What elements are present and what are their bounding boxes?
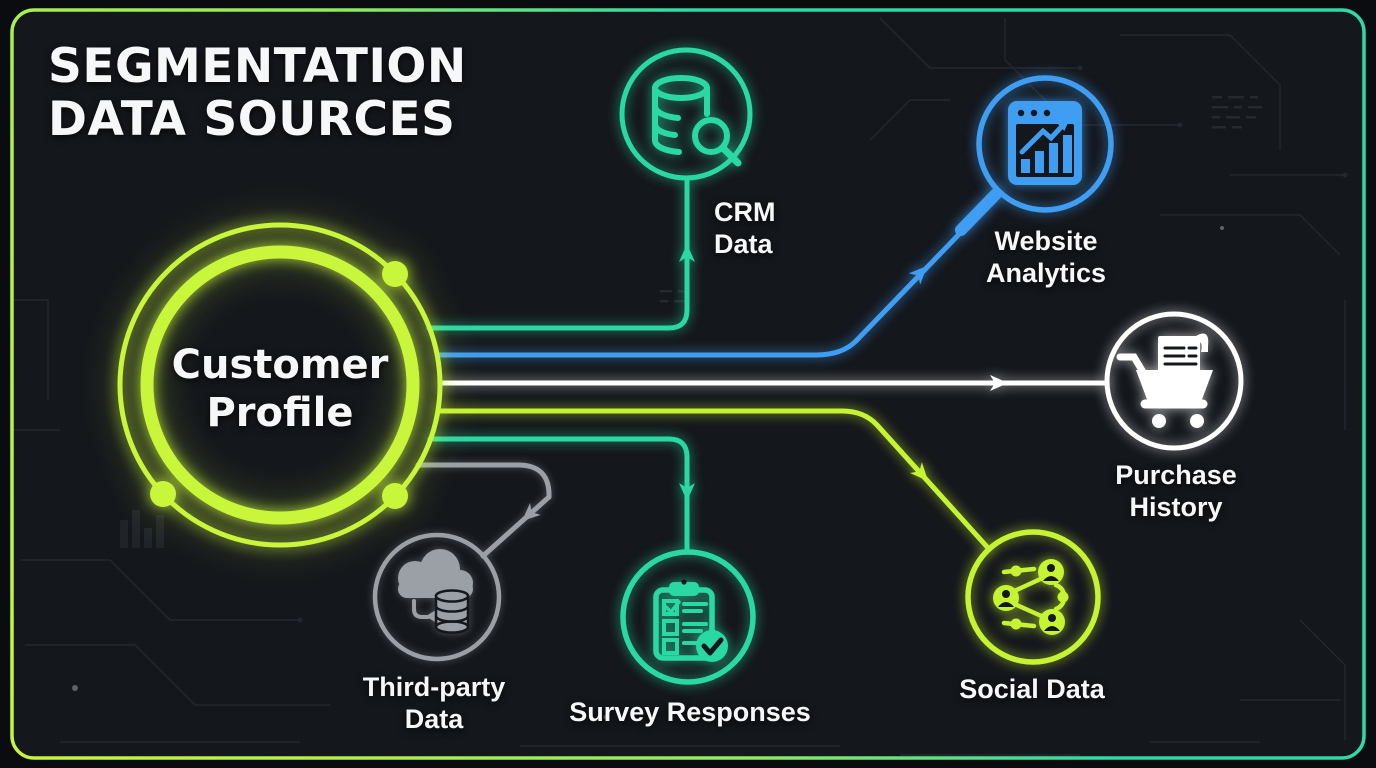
browser-bar-chart-magnifier-icon: [1008, 101, 1082, 185]
crm-data-connector: [426, 178, 695, 331]
survey-responses-connector: [427, 436, 695, 552]
third-party-data-connector: [415, 462, 552, 559]
third-party-data-label: Third-party Data: [362, 672, 506, 734]
purchase-history-connector: [437, 375, 1109, 391]
purchase-history-node: [1104, 311, 1244, 451]
avatar-circle: [1038, 559, 1064, 585]
ring-dot-bottom-left: [150, 481, 176, 507]
customer-profile-label: Customer Profile: [171, 342, 389, 436]
code-dashes-decoration: [660, 96, 1262, 303]
database-search-icon: [652, 75, 742, 167]
website-analytics-label: Website Analytics: [985, 226, 1107, 288]
survey-responses-node: [620, 549, 756, 685]
third-party-data-node: [372, 532, 502, 662]
ring-dot-top-right: [382, 261, 408, 287]
page-title-line1: SEGMENTATION: [48, 39, 467, 94]
avatar-circle: [993, 585, 1019, 611]
website-analytics-node: [976, 75, 1114, 213]
customer-profile-ring: [117, 222, 443, 548]
purchase-history-label: Purchase History: [1115, 460, 1237, 522]
survey-responses-label: Survey Responses: [569, 697, 811, 727]
cloud-database-icon: [398, 549, 473, 634]
avatar-circle: [1039, 609, 1065, 635]
frame-border: [10, 8, 1366, 760]
people-network-icon: [993, 559, 1069, 635]
light-specks-decoration: [72, 226, 1224, 720]
page-title: SEGMENTATION DATA SOURCES: [48, 40, 467, 146]
mini-bars-decoration: [120, 510, 164, 548]
website-analytics-connector: [434, 188, 1002, 358]
page-title-line2: DATA SOURCES: [48, 92, 456, 148]
crm-data-node: [619, 47, 753, 181]
circuit-traces-decoration: [14, 17, 1348, 756]
shopping-cart-receipt-icon: [1116, 333, 1213, 428]
social-data-connector: [435, 408, 992, 552]
social-data-node: [965, 529, 1101, 665]
crm-data-label: CRM Data: [714, 197, 776, 259]
clipboard-checklist-icon: [653, 579, 728, 662]
ring-dot-bottom-right: [382, 483, 408, 509]
social-data-label: Social Data: [959, 674, 1105, 704]
